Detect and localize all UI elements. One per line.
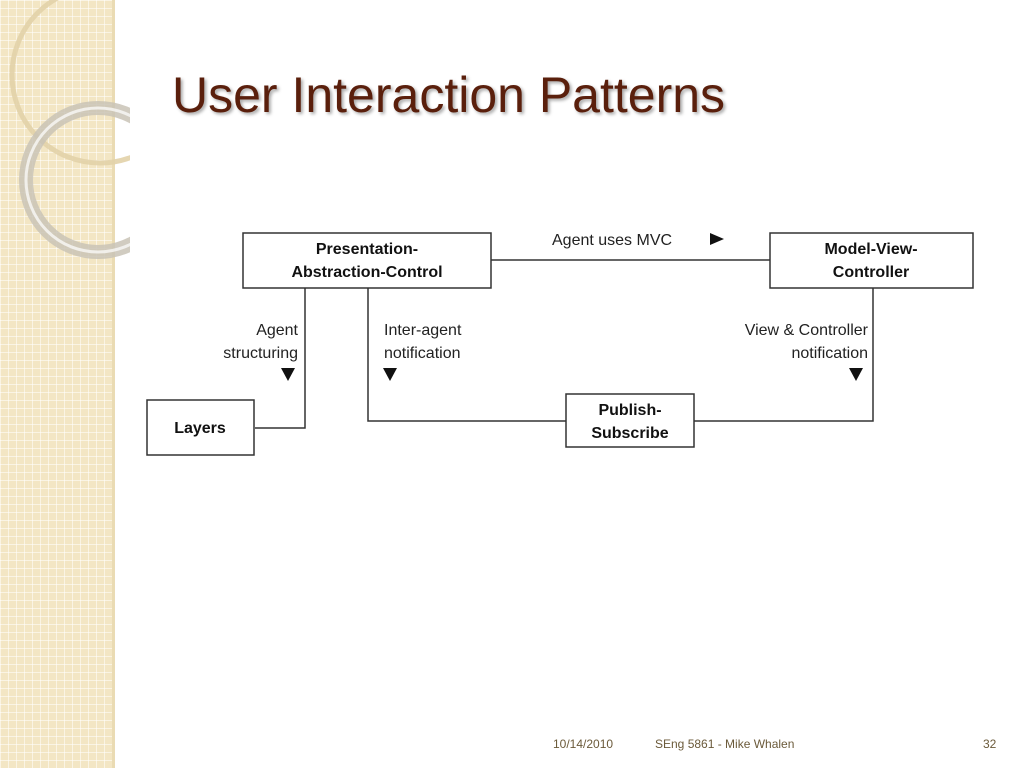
node-layers-label: Layers (174, 420, 226, 437)
footer-page-number: 32 (983, 737, 997, 751)
arrow-down-icon (281, 368, 295, 381)
edge-label-inter-agent-2: notification (384, 345, 461, 362)
node-pubsub-label-2: Subscribe (591, 425, 668, 442)
edge-label-inter-agent-1: Inter-agent (384, 322, 462, 339)
footer-date: 10/14/2010 (553, 737, 614, 751)
node-pubsub-label-1: Publish- (598, 402, 661, 419)
node-pac-label-2: Abstraction-Control (291, 264, 442, 281)
deco-ring-gray-highlight (24, 106, 130, 254)
edge-label-agent-structuring-1: Agent (256, 322, 298, 339)
node-pac-label-1: Presentation- (316, 241, 418, 258)
edge-pac-pubsub (367, 288, 566, 422)
deco-ring-large (9, 0, 130, 166)
node-mvc-box (769, 232, 974, 289)
node-pac-box (242, 232, 492, 289)
page-title: User Interaction Patterns (172, 67, 726, 123)
arrow-down-icon (849, 368, 863, 381)
edge-label-agent-structuring-2: structuring (223, 345, 298, 362)
edge-label-agent-uses-mvc: Agent uses MVC (552, 232, 672, 249)
edge-label-view-controller-2: notification (792, 345, 869, 362)
edge-label-view-controller-1: View & Controller (745, 322, 869, 339)
node-pubsub-box (565, 393, 695, 448)
node-mvc-label-2: Controller (833, 264, 909, 281)
arrow-down-icon (383, 368, 397, 381)
side-band-edge (112, 0, 115, 768)
footer-course: SEng 5861 - Mike Whalen (655, 737, 795, 751)
edge-mvc-pubsub (694, 288, 874, 422)
decorative-circles (9, 0, 130, 259)
node-mvc-label-1: Model-View- (824, 241, 917, 258)
arrow-right-icon (710, 233, 724, 245)
edge-pac-layers (255, 288, 306, 429)
node-layers-box (146, 399, 255, 456)
